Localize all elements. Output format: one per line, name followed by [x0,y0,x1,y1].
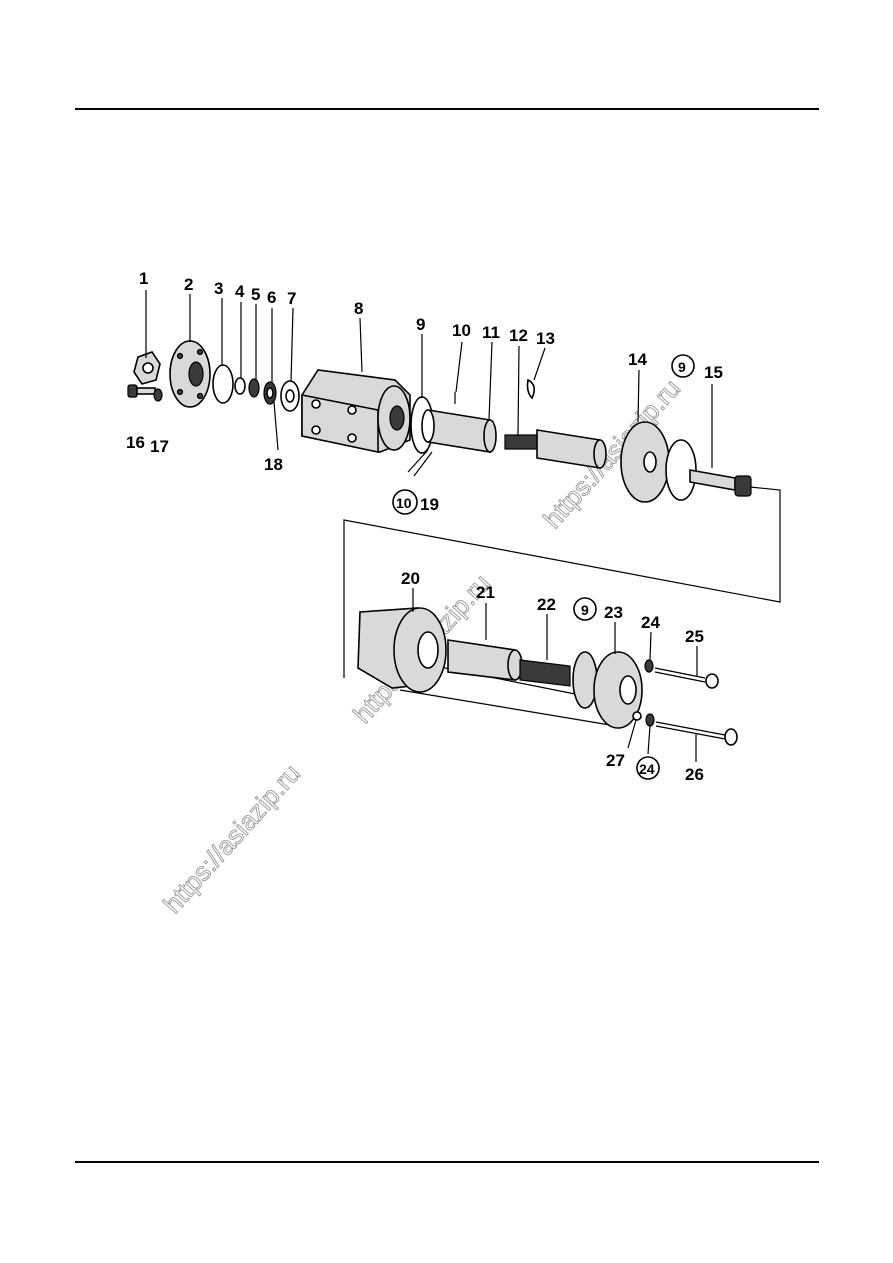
label-18: 18 [264,455,283,474]
part-9-ring [572,651,598,709]
part-12-gear-shaft [504,429,607,469]
label-12: 12 [509,326,528,345]
part-22-inner-gear [519,659,571,687]
label-25: 25 [685,627,704,646]
label-2: 2 [184,275,193,294]
part-19-pin [407,449,433,477]
label-4: 4 [235,282,245,301]
label-24-circled: 24 [639,761,655,777]
part-9-gasket-2 [665,439,697,501]
label-9-circled-upper: 9 [678,359,686,375]
header-rule [75,108,819,110]
label-22: 22 [537,595,556,614]
part-24-washer [644,659,654,673]
part-20-body [357,607,447,693]
label-16: 16 [126,433,145,452]
label-9: 9 [416,315,425,334]
footer-rule [75,1161,819,1163]
label-3: 3 [214,279,223,298]
part-17-washer [153,388,163,402]
part-23-end-cover [593,651,643,729]
label-14: 14 [628,350,647,369]
lower-assembly [357,607,738,746]
part-26-bolt [655,721,738,746]
label-20: 20 [401,569,420,588]
part-8-housing [301,369,411,453]
label-27: 27 [606,751,625,770]
part-4-ring [234,377,246,395]
label-10-circled: 10 [396,495,412,511]
part-2-flange [169,340,211,408]
part-labels: 1 2 3 4 5 6 7 8 9 10 11 12 13 14 9 15 16… [126,269,723,784]
leader-lines [145,290,713,762]
label-11: 11 [482,323,500,342]
label-19: 19 [420,495,439,514]
callout-circles [392,354,695,780]
label-21: 21 [476,583,495,602]
part-3-o-ring [212,364,234,404]
upper-assembly [127,340,752,503]
label-15: 15 [704,363,723,382]
label-13: 13 [536,329,555,348]
part-21-rotor [447,639,523,681]
label-1: 1 [139,269,148,288]
part-24-washer-2 [645,713,655,727]
label-26: 26 [685,765,704,784]
part-15-shaft [689,469,752,497]
part-1-nut [133,351,161,385]
part-5-seal [248,378,260,398]
label-5: 5 [251,285,260,304]
part-7-washer [280,380,300,412]
label-17: 17 [150,437,169,456]
label-24: 24 [641,613,660,632]
label-23: 23 [604,603,623,622]
part-11-sleeve [421,409,497,453]
part-14-plate [620,421,670,503]
part-6-bearing [263,381,277,405]
label-9-circled-lower: 9 [581,602,589,618]
label-10: 10 [452,321,471,340]
watermark-1: https://asiazip.ru [157,758,306,919]
label-7: 7 [287,289,296,308]
part-16-bolt [127,384,156,398]
part-13-key [526,378,536,400]
label-8: 8 [354,299,363,318]
label-6: 6 [267,288,276,307]
part-25-bolt [654,667,719,689]
part-27-washer [632,711,642,721]
